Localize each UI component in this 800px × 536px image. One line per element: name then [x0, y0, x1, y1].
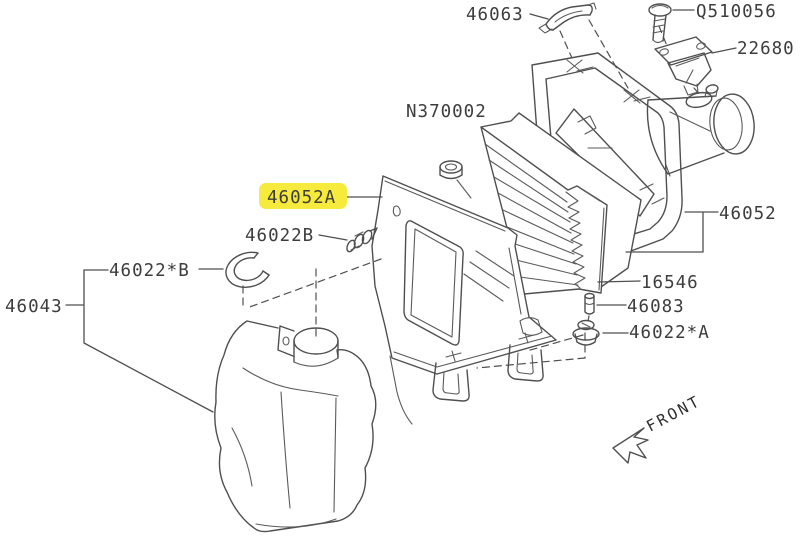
resonator-chamber [214, 320, 377, 533]
spacer-pin-46083 [584, 292, 595, 315]
air-flow-sensor-22680 [654, 36, 713, 96]
part-label-46022xa[interactable]: 46022*A [629, 323, 710, 343]
highlight-marker [259, 183, 347, 209]
hose-clamp-46022b [225, 251, 270, 288]
air-cleaner-case [371, 175, 557, 425]
air-cleaner-cover [531, 52, 683, 283]
front-direction-indicator: FRONT [612, 392, 704, 464]
part-label-46043[interactable]: 46043 [5, 297, 63, 317]
part-label-22680[interactable]: 22680 [737, 39, 795, 59]
part-label-q510056[interactable]: Q510056 [696, 2, 777, 22]
part-label-46083[interactable]: 46083 [627, 297, 685, 317]
front-arrow-icon [612, 427, 649, 464]
clip-46022b [346, 227, 378, 253]
nut-n370002 [439, 160, 472, 199]
assembly-dashed-lines [242, 19, 701, 369]
air-filter-element [480, 126, 608, 295]
part-label-16546[interactable]: 16546 [641, 273, 699, 293]
filter-pleat-zigzag [565, 191, 586, 289]
mount-cross-marks [566, 59, 651, 104]
part-label-n370002[interactable]: N370002 [406, 102, 487, 122]
cover-outlet-tube [646, 84, 755, 175]
part-label-46022b[interactable]: 46022B [245, 226, 314, 246]
part-label-46063[interactable]: 46063 [466, 5, 524, 25]
bracket-46063 [538, 2, 597, 34]
part-label-46052[interactable]: 46052 [719, 204, 777, 224]
part-label-46022xb[interactable]: 46022*B [109, 261, 190, 281]
filter-pleats [484, 143, 579, 286]
case-mounting-feet [432, 332, 544, 402]
part-label-46052a-highlighted[interactable]: 46052A [267, 188, 336, 208]
leader-lines [65, 9, 737, 413]
front-label: FRONT [643, 392, 704, 436]
grommet-46022a [572, 319, 600, 346]
screw-q510056 [648, 3, 672, 44]
